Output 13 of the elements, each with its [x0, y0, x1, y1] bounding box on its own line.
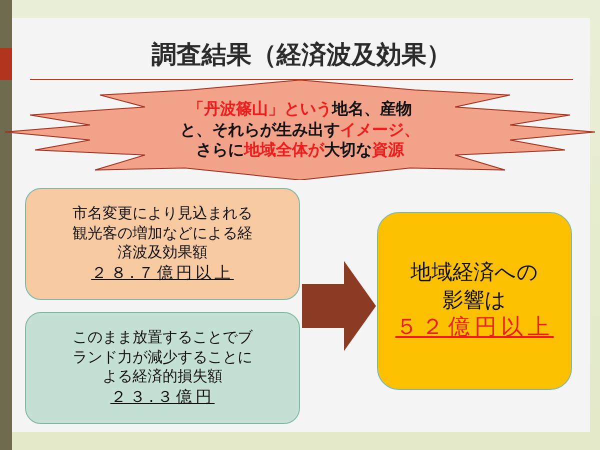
description: 市名変更により見込まれる観光客の増加などによる経済波及効果額 [72, 204, 254, 263]
text-box [25, 312, 300, 424]
description: 地域経済への影響は [409, 259, 540, 314]
amount: ２８.７億円以上 [91, 262, 234, 284]
starburst [5, 80, 595, 180]
description: このまま放置することでブランド力が減少することによる経済的損失額 [72, 328, 254, 387]
amount: ２３.３億円 [110, 386, 215, 408]
text-box [25, 188, 300, 300]
title: 調査結果（経済波及効果） [150, 39, 452, 71]
block-arrow [302, 261, 376, 351]
text-box [377, 212, 572, 390]
amount: ５２億円以上 [395, 314, 554, 342]
burst-text: 「丹波篠山」という地名、産物と、それらが生み出すイメージ、さらに地域全体が大切な資源 [178, 98, 421, 162]
